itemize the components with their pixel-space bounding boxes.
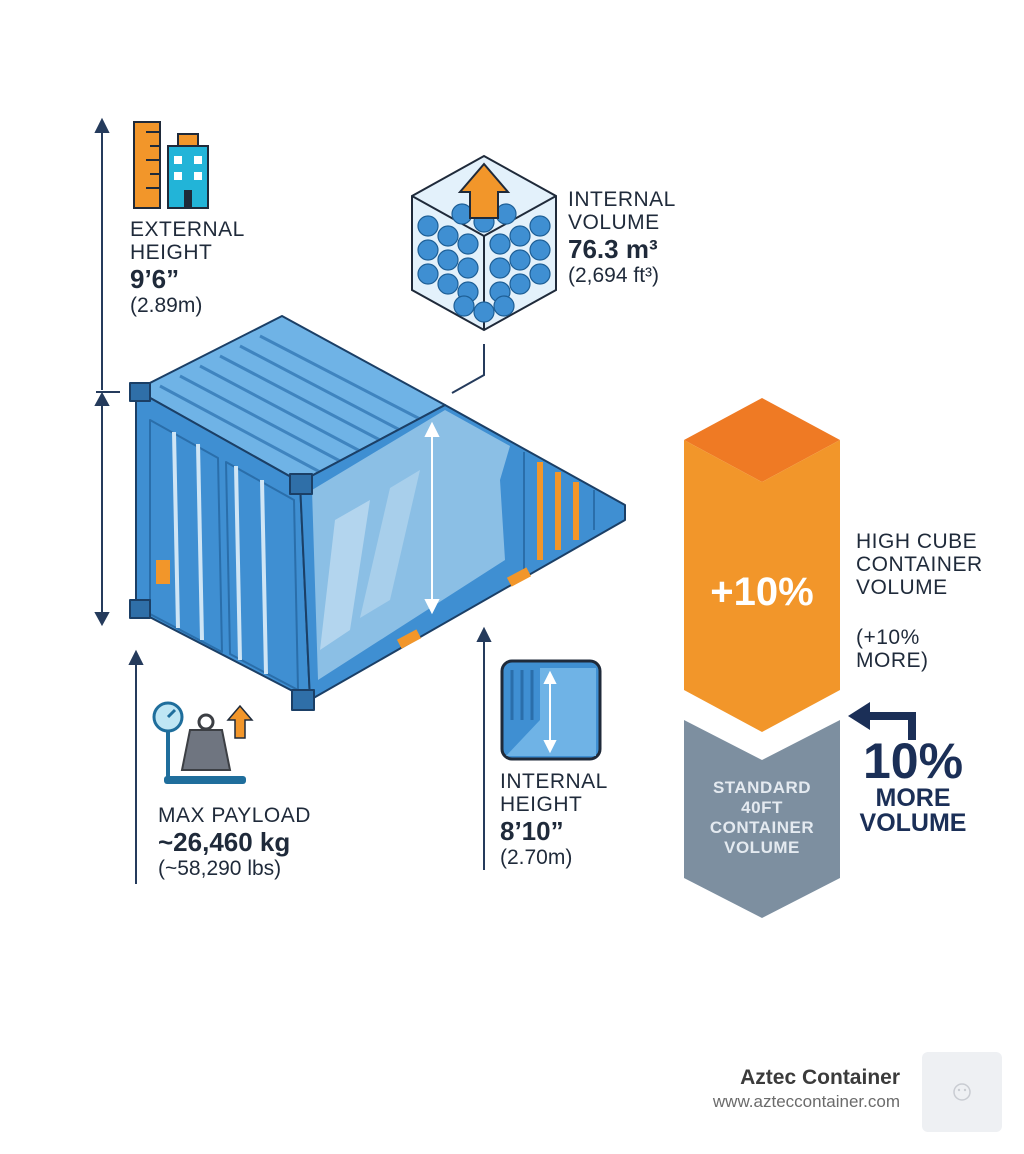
external-height-metric: (2.89m) — [130, 294, 203, 317]
building-icon — [167, 133, 209, 209]
internal-height-title-2: HEIGHT — [500, 793, 583, 816]
standard-label-line-4: VOLUME — [724, 838, 800, 857]
payload-dimension-line — [128, 649, 144, 884]
standard-label-line-3: CONTAINER — [709, 818, 815, 837]
external-height-title-2: HEIGHT — [130, 241, 213, 264]
high-cube-line-2: CONTAINER — [856, 553, 983, 576]
standard-label-line-2: 40FT — [741, 798, 783, 817]
max-payload-imperial: (~58,290 lbs) — [158, 857, 282, 880]
external-height-dimension-line — [94, 117, 120, 627]
ruler-icon — [133, 121, 161, 209]
max-payload-title: MAX PAYLOAD — [158, 804, 311, 827]
volume-leader-line — [451, 344, 485, 394]
brand-logo — [922, 1052, 1002, 1132]
high-cube-note-1: (+10% — [856, 626, 920, 649]
internal-height-title-1: INTERNAL — [500, 770, 608, 793]
high-cube-line-1: HIGH CUBE — [856, 530, 978, 553]
high-cube-percent: +10% — [710, 570, 814, 614]
arrow-left-icon — [848, 702, 916, 740]
more-percent: 10% — [862, 733, 964, 789]
internal-volume-title-1: INTERNAL — [568, 188, 676, 211]
more-volume-text: MORE VOLUME — [850, 786, 976, 836]
more-text-line-2: VOLUME — [859, 809, 967, 837]
internal-volume-label: INTERNAL VOLUME 76.3 m³ (2,694 ft³) — [568, 188, 676, 287]
internal-height-metric: (2.70m) — [500, 846, 573, 869]
internal-height-value: 8’10” — [500, 816, 564, 846]
max-payload-value: ~26,460 kg — [158, 827, 291, 857]
more-text-line-1: MORE — [875, 784, 951, 812]
high-cube-label: HIGH CUBE CONTAINER VOLUME — [856, 530, 983, 599]
shipping-container — [129, 315, 626, 711]
volume-cube-icon — [411, 154, 557, 332]
logo-mark-icon — [953, 1083, 971, 1101]
brand-name: Aztec Container — [740, 1066, 900, 1089]
scale-icon — [152, 701, 246, 784]
interior-height-icon — [500, 659, 602, 761]
high-cube-note-2: MORE) — [856, 649, 929, 672]
brand-url[interactable]: www.azteccontainer.com — [712, 1092, 900, 1111]
standard-volume-label: STANDARD 40FT CONTAINER VOLUME — [684, 778, 840, 858]
standard-label-line-1: STANDARD — [712, 778, 812, 797]
high-cube-line-3: VOLUME — [856, 576, 948, 599]
internal-height-dimension-line — [476, 626, 492, 870]
arrow-up-icon — [226, 704, 254, 739]
external-height-title-1: EXTERNAL — [130, 218, 245, 241]
internal-height-arrow — [424, 421, 440, 615]
external-height-value: 9’6” — [130, 264, 180, 294]
volume-comparison-bars — [684, 398, 840, 918]
high-cube-note: (+10% MORE) — [856, 626, 929, 672]
internal-volume-value: 76.3 m³ — [568, 234, 658, 264]
internal-volume-imperial: (2,694 ft³) — [568, 264, 660, 287]
internal-volume-title-2: VOLUME — [568, 211, 660, 234]
max-payload-label: MAX PAYLOAD ~26,460 kg (~58,290 lbs) — [158, 804, 311, 880]
external-height-label: EXTERNAL HEIGHT 9’6” (2.89m) — [130, 218, 245, 317]
internal-height-label: INTERNAL HEIGHT 8’10” (2.70m) — [500, 770, 608, 869]
weight-icon — [180, 713, 232, 771]
